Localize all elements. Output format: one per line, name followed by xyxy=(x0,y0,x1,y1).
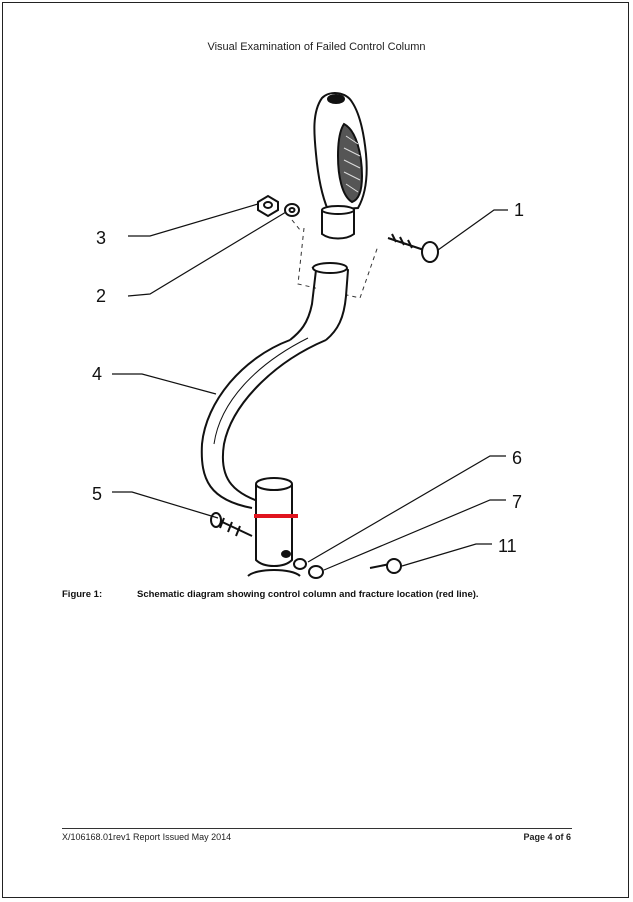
control-column-tube-part-4 xyxy=(200,262,350,577)
footer-page-number: Page 4 of 6 xyxy=(523,832,571,842)
nut-part-3 xyxy=(257,194,279,218)
page-header-title: Visual Examination of Failed Control Col… xyxy=(207,41,426,53)
bolt-part-11 xyxy=(369,558,402,574)
part-label-2: 2 xyxy=(96,286,106,306)
part-label-1: 1 xyxy=(514,200,524,220)
figure-caption-label: Figure 1: xyxy=(62,589,103,600)
bolt-part-1 xyxy=(387,233,439,263)
washer-part-6 xyxy=(293,558,307,570)
footer-report-reference: X/106168.01rev1 Report Issued May 2014 xyxy=(62,832,232,842)
handle-grip xyxy=(313,92,368,240)
nut-part-7 xyxy=(308,565,324,579)
part-label-7: 7 xyxy=(512,492,522,512)
part-label-3: 3 xyxy=(96,228,106,248)
washer-part-2 xyxy=(284,203,300,217)
part-label-5: 5 xyxy=(92,484,102,504)
control-column-diagram: 1 2 3 4 5 6 7 11 xyxy=(60,84,560,579)
part-label-4: 4 xyxy=(92,364,102,384)
part-label-11: 11 xyxy=(498,536,517,556)
figure-caption: Figure 1: Schematic diagram showing contr… xyxy=(62,589,582,600)
footer-divider xyxy=(62,828,572,829)
figure-caption-text: Schematic diagram showing control column… xyxy=(137,589,479,600)
leader-lines xyxy=(112,203,508,571)
bolt-part-5 xyxy=(210,512,253,537)
part-label-6: 6 xyxy=(512,448,522,468)
